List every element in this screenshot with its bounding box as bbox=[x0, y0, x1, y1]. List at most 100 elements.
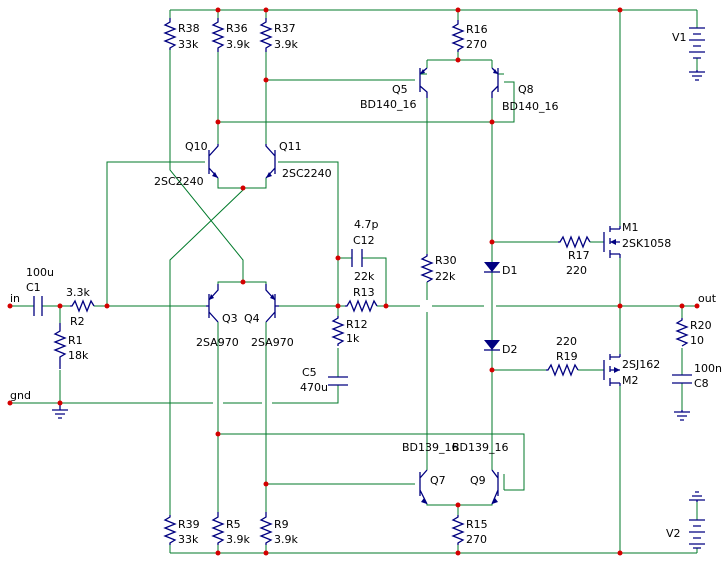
q11-part: 2SC2240 bbox=[282, 167, 332, 180]
r17-ref: R17 bbox=[568, 249, 590, 262]
q5-ref: Q5 bbox=[392, 83, 408, 96]
resistor-r20 bbox=[675, 318, 689, 347]
r37-value: 3.9k bbox=[274, 38, 298, 51]
diodes bbox=[484, 262, 500, 351]
ground-symbol-c8 bbox=[674, 410, 690, 421]
r2-value: 3.3k bbox=[66, 286, 90, 299]
r12-ref: R12 bbox=[346, 318, 368, 331]
mosfet-m1 bbox=[603, 226, 621, 258]
r39-ref: R39 bbox=[178, 518, 200, 531]
voltage-sources bbox=[689, 27, 705, 549]
r20-ref: R20 bbox=[690, 319, 712, 332]
battery-v2 bbox=[689, 519, 705, 549]
r20-value: 10 bbox=[690, 334, 704, 347]
r38-value: 33k bbox=[178, 38, 199, 51]
q8-ref: Q8 bbox=[518, 83, 534, 96]
r2-ref: R2 bbox=[70, 315, 85, 328]
r9-value: 3.9k bbox=[274, 533, 298, 546]
resistor-r12 bbox=[331, 316, 345, 346]
q10-part: 2SC2240 bbox=[154, 175, 204, 188]
transistors bbox=[206, 67, 621, 505]
c1-ref: C1 bbox=[26, 281, 41, 294]
q7-ref: Q7 bbox=[430, 474, 446, 487]
c12-ref: C12 bbox=[353, 234, 375, 247]
r15-value: 270 bbox=[466, 533, 487, 546]
q11-ref: Q11 bbox=[279, 140, 302, 153]
transistor-q4 bbox=[265, 284, 279, 323]
r36-value: 3.9k bbox=[226, 38, 250, 51]
m2-part: 2SJ162 bbox=[622, 358, 660, 371]
r12-value: 1k bbox=[346, 332, 360, 345]
r16-ref: R16 bbox=[466, 23, 488, 36]
resistor-r38 bbox=[163, 18, 177, 50]
c5-value: 470u bbox=[300, 381, 328, 394]
resistor-r36 bbox=[211, 18, 225, 52]
q8-part: BD140_16 bbox=[502, 100, 559, 113]
v2-ref: V2 bbox=[666, 527, 681, 540]
q4-part: 2SA970 bbox=[251, 336, 294, 349]
r37-ref: R37 bbox=[274, 22, 296, 35]
r13-ref: R13 bbox=[353, 286, 375, 299]
resistor-r5 bbox=[211, 512, 225, 545]
diode-d1 bbox=[484, 262, 500, 272]
m2-ref: M2 bbox=[622, 374, 639, 387]
r15-ref: R15 bbox=[466, 518, 488, 531]
r36-ref: R36 bbox=[226, 22, 248, 35]
net-label-in: in bbox=[10, 292, 20, 305]
d2-ref: D2 bbox=[502, 343, 517, 356]
v1-ref: V1 bbox=[672, 31, 687, 44]
q9-ref: Q9 bbox=[470, 474, 486, 487]
q7-part: BD139_16 bbox=[402, 441, 459, 454]
resistor-r37 bbox=[259, 18, 273, 52]
capacitor-c1 bbox=[33, 296, 43, 316]
q10-ref: Q10 bbox=[185, 140, 208, 153]
m1-ref: M1 bbox=[622, 221, 639, 234]
r19-ref: R19 bbox=[556, 350, 578, 363]
capacitors bbox=[33, 249, 692, 386]
r30-ref: R30 bbox=[435, 254, 457, 267]
junction-dots bbox=[7, 7, 700, 556]
ground-symbols bbox=[52, 70, 705, 502]
capacitor-c12 bbox=[351, 249, 363, 267]
r1-ref: R1 bbox=[68, 334, 83, 347]
c12-value: 4.7p bbox=[354, 218, 378, 231]
r38-ref: R38 bbox=[178, 22, 200, 35]
labels: R38 33k R36 3.9k R37 3.9k R16 270 V1 Q5 … bbox=[10, 22, 722, 546]
d1-ref: D1 bbox=[502, 264, 517, 277]
mosfet-m2 bbox=[603, 354, 621, 386]
transistor-q11 bbox=[265, 144, 276, 179]
r9-ref: R9 bbox=[274, 518, 289, 531]
q5-part: BD140_16 bbox=[360, 98, 417, 111]
c1-value: 100u bbox=[26, 266, 54, 279]
c8-value: 100n bbox=[694, 362, 722, 375]
r17-value: 220 bbox=[566, 264, 587, 277]
m1-part: 2SK1058 bbox=[622, 237, 671, 250]
r5-ref: R5 bbox=[226, 518, 241, 531]
resistor-r9 bbox=[259, 512, 273, 545]
r5-value: 3.9k bbox=[226, 533, 250, 546]
ground-symbol-v1 bbox=[689, 70, 705, 81]
transistor-q10 bbox=[208, 144, 219, 179]
resistor-r39 bbox=[163, 515, 177, 545]
diode-d2 bbox=[484, 340, 500, 350]
battery-v1 bbox=[689, 27, 705, 59]
transistor-q7 bbox=[419, 469, 428, 505]
ground-symbol-v2 bbox=[689, 491, 705, 502]
resistor-r19 bbox=[546, 363, 579, 377]
c5-ref: C5 bbox=[302, 366, 317, 379]
resistor-r30 bbox=[420, 254, 434, 283]
resistor-r17 bbox=[558, 235, 591, 249]
net-label-out: out bbox=[698, 292, 717, 305]
r39-value: 33k bbox=[178, 533, 199, 546]
resistor-r15 bbox=[451, 515, 465, 545]
r19-value: 220 bbox=[556, 335, 577, 348]
r1-value: 18k bbox=[68, 349, 89, 362]
net-label-gnd: gnd bbox=[10, 389, 31, 402]
q4-ref: Q4 bbox=[244, 312, 260, 325]
transistor-q3 bbox=[206, 284, 219, 323]
ground-symbol-input bbox=[52, 403, 68, 419]
resistor-r2 bbox=[70, 299, 95, 313]
transistor-q8 bbox=[491, 67, 499, 98]
q3-part: 2SA970 bbox=[196, 336, 239, 349]
